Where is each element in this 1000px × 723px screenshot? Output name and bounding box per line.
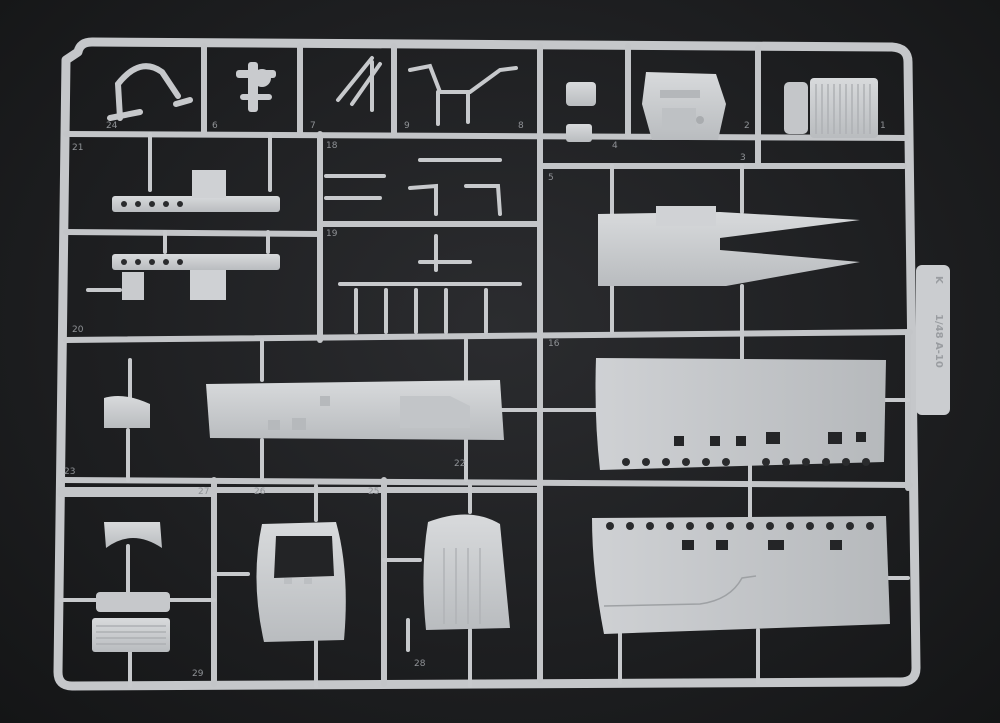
part-seat-frame	[107, 63, 193, 121]
internal-runners	[57, 43, 913, 687]
scale-mark-text: 1/48 A-10	[933, 314, 944, 368]
part-number-21: 21	[72, 143, 83, 153]
part-nacelle-upper	[598, 206, 860, 286]
part-linkage	[408, 63, 518, 126]
part-rudder-pedals	[236, 62, 276, 112]
part-number-16: 16	[548, 339, 560, 349]
part-number-3: 3	[740, 153, 746, 163]
part-number-labels: 24 6 7 9 8 4 3 2 1 5 21 20 18 19 22 23 2…	[64, 121, 886, 679]
maker-logo-mark: K	[933, 276, 944, 285]
part-shell-upper	[595, 358, 886, 470]
part-number-25: 25	[368, 487, 379, 497]
part-number-7: 7	[310, 121, 316, 131]
part-rail-lower	[112, 254, 280, 300]
part-number-20: 20	[72, 325, 84, 335]
part-number-28: 28	[414, 659, 426, 669]
part-canopy-frame	[256, 522, 346, 642]
part-radiator-box	[784, 78, 878, 138]
part-number-4: 4	[612, 141, 618, 151]
gates	[58, 132, 910, 688]
part-number-8: 8	[518, 121, 524, 131]
part-instrument-panel	[642, 72, 726, 140]
scale-mark: K 1/48 A-10	[933, 276, 944, 368]
part-number-27: 27	[198, 487, 209, 497]
part-rail-upper	[112, 170, 280, 212]
part-number-2: 2	[744, 121, 750, 131]
part-seat-back	[423, 514, 510, 630]
part-number-19: 19	[326, 229, 338, 239]
side-tab	[916, 265, 950, 415]
part-bracket-left	[104, 396, 150, 428]
part-number-5: 5	[548, 173, 554, 183]
part-shell-lower	[592, 516, 890, 634]
outer-runner	[53, 37, 921, 691]
part-number-1: 1	[880, 121, 886, 131]
part-fuselage-center	[206, 380, 504, 440]
part-number-24: 24	[106, 121, 118, 131]
part-number-23: 23	[64, 467, 75, 477]
part-curved-panel	[104, 522, 162, 548]
part-small-cluster	[324, 158, 522, 334]
part-engine-block	[92, 592, 170, 652]
part-blocks-small	[566, 82, 596, 142]
part-number-26: 26	[254, 487, 266, 497]
part-number-22: 22	[454, 459, 465, 469]
part-number-29: 29	[192, 669, 204, 679]
part-number-6: 6	[212, 121, 218, 131]
part-struts	[336, 56, 382, 112]
part-number-18: 18	[326, 141, 338, 151]
part-number-9: 9	[404, 121, 410, 131]
